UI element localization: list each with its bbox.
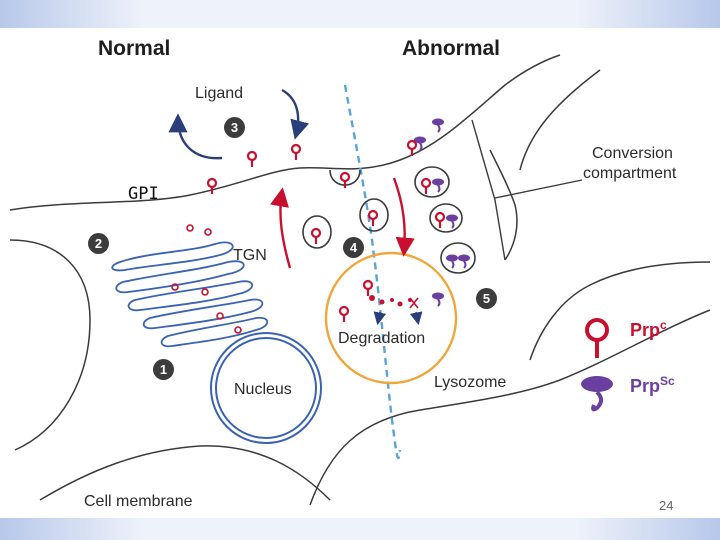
ligand-arrow-right: [281, 88, 309, 140]
step-badge-3: 3: [224, 117, 245, 138]
label-degradation: Degradation: [338, 330, 426, 347]
endocytosis-down-arrow: [392, 177, 415, 257]
label-nucleus: Nucleus: [234, 381, 292, 398]
step-badge-5: 5: [476, 288, 497, 309]
ligand-arrow-left: [168, 113, 223, 160]
lysosome-contents: [338, 279, 445, 324]
cell-outlines: [9, 54, 711, 506]
tgn-up-arrow: [270, 187, 292, 269]
label-cell-membrane: Cell membrane: [84, 493, 193, 510]
diagram-panel: [0, 28, 720, 518]
legend-prpc-icon: [585, 318, 609, 358]
conversion-bracket: [471, 119, 583, 261]
nucleus: [210, 332, 322, 444]
step-badge-4: 4: [343, 237, 364, 258]
degradation-arrow-2: [409, 311, 423, 326]
legend-prpc-base: Prp: [630, 320, 661, 340]
lysosome: [324, 251, 458, 385]
legend-prpsc-sup: Sc: [660, 374, 675, 388]
heading-abnormal: Abnormal: [402, 37, 501, 60]
vesicles-normal: [302, 169, 389, 249]
label-tgn: TGN: [233, 247, 267, 264]
legend-prpsc-base: Prp: [630, 376, 661, 396]
label-lysozome: Lysozome: [434, 374, 507, 391]
step-badge-2: 2: [88, 233, 109, 254]
degradation-fragments: [369, 295, 412, 307]
page-number: 24: [659, 498, 674, 513]
vesicles-abnormal: [406, 117, 476, 274]
label-conversion-line2: compartment: [583, 165, 677, 182]
golgi-prions: [171, 224, 242, 334]
heading-normal: Normal: [98, 37, 171, 60]
golgi-stack: [111, 241, 269, 348]
label-ligand: Ligand: [195, 85, 244, 102]
normal-abnormal-divider: [343, 84, 402, 459]
legend-prpsc-icon: [581, 376, 613, 412]
legend-prpsc-label: PrpSc: [630, 375, 675, 395]
label-gpi: GPI: [128, 184, 159, 204]
degradation-arrow-1: [373, 311, 387, 326]
step-badge-1: 1: [153, 359, 174, 380]
label-conversion-line1: Conversion: [592, 145, 673, 162]
legend-prpc-label: Prpc: [630, 319, 667, 339]
legend-prpc-sup: c: [660, 318, 667, 332]
